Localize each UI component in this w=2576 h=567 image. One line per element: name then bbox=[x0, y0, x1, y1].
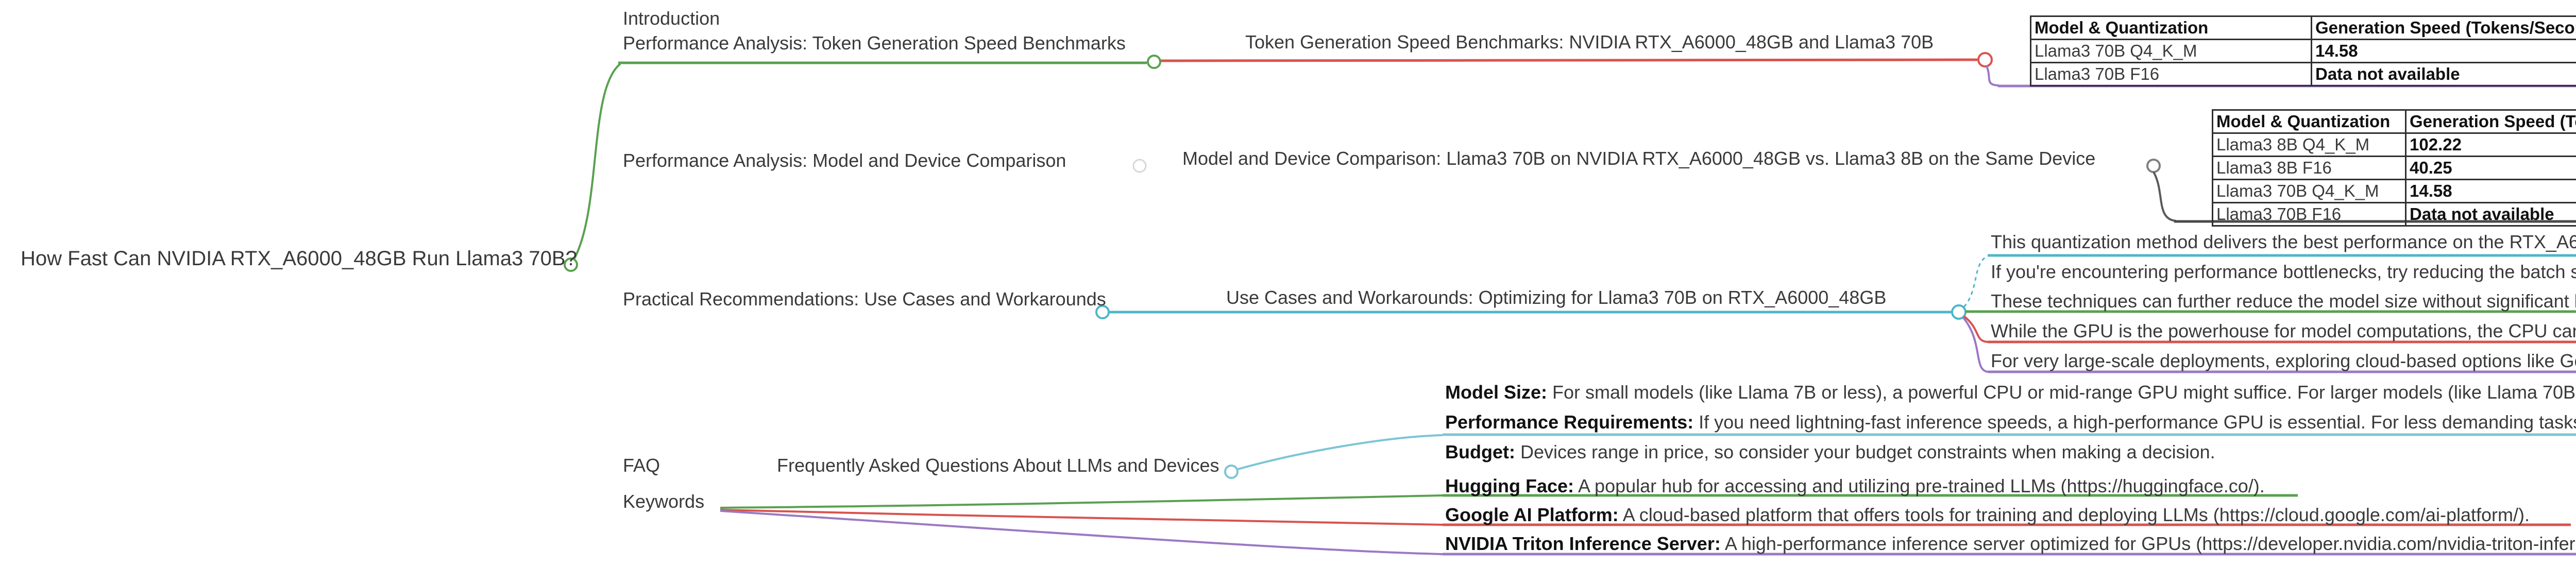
node-usecases[interactable]: Use Cases and Workarounds: Optimizing fo… bbox=[1226, 287, 1887, 308]
faq-desc: Devices range in price, so consider your… bbox=[1515, 441, 2215, 462]
keyword-term: Google AI Platform: bbox=[1445, 504, 1619, 525]
keyword-term: Hugging Face: bbox=[1445, 475, 1574, 496]
keyword-desc: A high-performance inference server opti… bbox=[1724, 533, 2576, 554]
table1-cell: 14.58 bbox=[2311, 39, 2576, 63]
edge-device-table2 bbox=[2153, 171, 2177, 222]
node-practical[interactable]: Practical Recommendations: Use Cases and… bbox=[623, 288, 1106, 310]
table-row: Llama3 70B F16 Data not available Data n… bbox=[2212, 202, 2576, 227]
table2-cell: 40.25 bbox=[2405, 156, 2576, 180]
table1-header-model: Model & Quantization bbox=[2030, 15, 2312, 40]
table2-cell: 102.22 bbox=[2405, 132, 2576, 157]
table2-header-genspeed: Generation Speed (Tokens/Second) bbox=[2405, 109, 2576, 134]
note-quantization-tools: These techniques can further reduce the … bbox=[1991, 290, 2576, 313]
table-row: Llama3 70B Q4_K_M 14.58 bbox=[2030, 39, 2576, 63]
table1-cell: Llama3 70B Q4_K_M bbox=[2030, 39, 2312, 63]
table2-cell: Data not available bbox=[2405, 202, 2576, 227]
branch-circle-perf-device[interactable] bbox=[1132, 159, 1147, 173]
table1-cell: Llama3 70B F16 bbox=[2030, 62, 2312, 87]
node-device-comparison[interactable]: Model and Device Comparison: Llama3 70B … bbox=[1182, 148, 2096, 169]
edge-keywords-google bbox=[720, 509, 1443, 526]
faq-desc: If you need lightning-fast inference spe… bbox=[1699, 411, 2576, 433]
root-node[interactable]: How Fast Can NVIDIA RTX_A6000_48GB Run L… bbox=[21, 247, 577, 270]
edge-root-perf-token bbox=[570, 63, 621, 266]
edge-usecases-note5 bbox=[1962, 316, 1988, 373]
note-cpu-offload: While the GPU is the powerhouse for mode… bbox=[1991, 320, 2576, 341]
node-introduction[interactable]: Introduction bbox=[623, 8, 720, 29]
faq-term: Performance Requirements: bbox=[1445, 411, 1694, 433]
table2-cell: Llama3 70B Q4_K_M bbox=[2212, 179, 2406, 203]
faq-item-model-size: Model Size: For small models (like Llama… bbox=[1445, 381, 2576, 404]
table-row: Llama3 8B Q4_K_M 102.22 3621.81 bbox=[2212, 132, 2576, 157]
table2-cell: Llama3 8B F16 bbox=[2212, 156, 2406, 180]
benchmark-table-1: Model & Quantization Generation Speed (T… bbox=[2030, 15, 2576, 87]
table2-cell: Llama3 8B Q4_K_M bbox=[2212, 132, 2406, 157]
keyword-term: NVIDIA Triton Inference Server: bbox=[1445, 533, 1721, 554]
node-performance-device[interactable]: Performance Analysis: Model and Device C… bbox=[623, 150, 1066, 171]
note-text: These techniques can further reduce the … bbox=[1991, 290, 2576, 312]
faq-item-performance: Performance Requirements: If you need li… bbox=[1445, 411, 2576, 434]
table-row: Llama3 70B Q4_K_M 14.58 466.82 bbox=[2212, 179, 2576, 203]
edge-keywords-huggingface bbox=[720, 494, 1443, 509]
node-faq-questions[interactable]: Frequently Asked Questions About LLMs an… bbox=[777, 455, 1219, 476]
branch-circle-usecases[interactable] bbox=[1951, 304, 1967, 320]
faq-desc: For small models (like Llama 7B or less)… bbox=[1552, 382, 2576, 403]
branch-circle-faq-node[interactable] bbox=[1224, 465, 1239, 479]
faq-item-budget: Budget: Devices range in price, so consi… bbox=[1445, 441, 2215, 463]
keyword-desc: A cloud-based platform that offers tools… bbox=[1618, 504, 2530, 525]
branch-circle-device-node[interactable] bbox=[2146, 159, 2161, 173]
node-token-benchmarks[interactable]: Token Generation Speed Benchmarks: NVIDI… bbox=[1245, 31, 1934, 53]
node-performance-token[interactable]: Performance Analysis: Token Generation S… bbox=[623, 32, 1126, 54]
keyword-item-huggingface: Hugging Face: A popular hub for accessin… bbox=[1445, 475, 2265, 497]
faq-term: Budget: bbox=[1445, 441, 1515, 462]
keyword-desc: A popular hub for accessing and utilizin… bbox=[1574, 475, 2265, 496]
note-batch-size: If you're encountering performance bottl… bbox=[1991, 261, 2576, 282]
branch-circle-perf-token[interactable] bbox=[1147, 55, 1161, 69]
keyword-item-nvidia-triton: NVIDIA Triton Inference Server: A high-p… bbox=[1445, 532, 2576, 555]
table2-header-model: Model & Quantization bbox=[2212, 109, 2406, 134]
table2-cell: Llama3 70B F16 bbox=[2212, 202, 2406, 227]
note-cloud: For very large-scale deployments, explor… bbox=[1991, 350, 2576, 371]
edge-keywords-nvidia bbox=[720, 510, 1443, 555]
table1-cell: Data not available bbox=[2311, 62, 2576, 87]
node-keywords[interactable]: Keywords bbox=[623, 491, 705, 512]
table2-cell: 14.58 bbox=[2405, 179, 2576, 203]
edge-faq-performance bbox=[1238, 434, 1443, 470]
underline-token-node bbox=[1160, 58, 1978, 62]
note-quantization: This quantization method delivers the be… bbox=[1991, 231, 2576, 252]
edge-usecases-note4 bbox=[1963, 315, 1988, 343]
branch-circle-token-node[interactable] bbox=[1977, 52, 1993, 67]
keyword-item-google: Google AI Platform: A cloud-based platfo… bbox=[1445, 504, 2530, 526]
faq-term: Model Size: bbox=[1445, 382, 1548, 403]
benchmark-table-2: Model & Quantization Generation Speed (T… bbox=[2212, 109, 2576, 227]
table-row: Llama3 70B F16 Data not available bbox=[2030, 62, 2576, 87]
node-faq[interactable]: FAQ bbox=[623, 455, 660, 476]
table-row: Llama3 8B F16 40.25 4315.18 bbox=[2212, 156, 2576, 180]
edge-usecases-note1 bbox=[1963, 255, 1988, 307]
table1-header-genspeed: Generation Speed (Tokens/Second) bbox=[2311, 15, 2576, 40]
edge-token-table1 bbox=[1986, 65, 1999, 87]
